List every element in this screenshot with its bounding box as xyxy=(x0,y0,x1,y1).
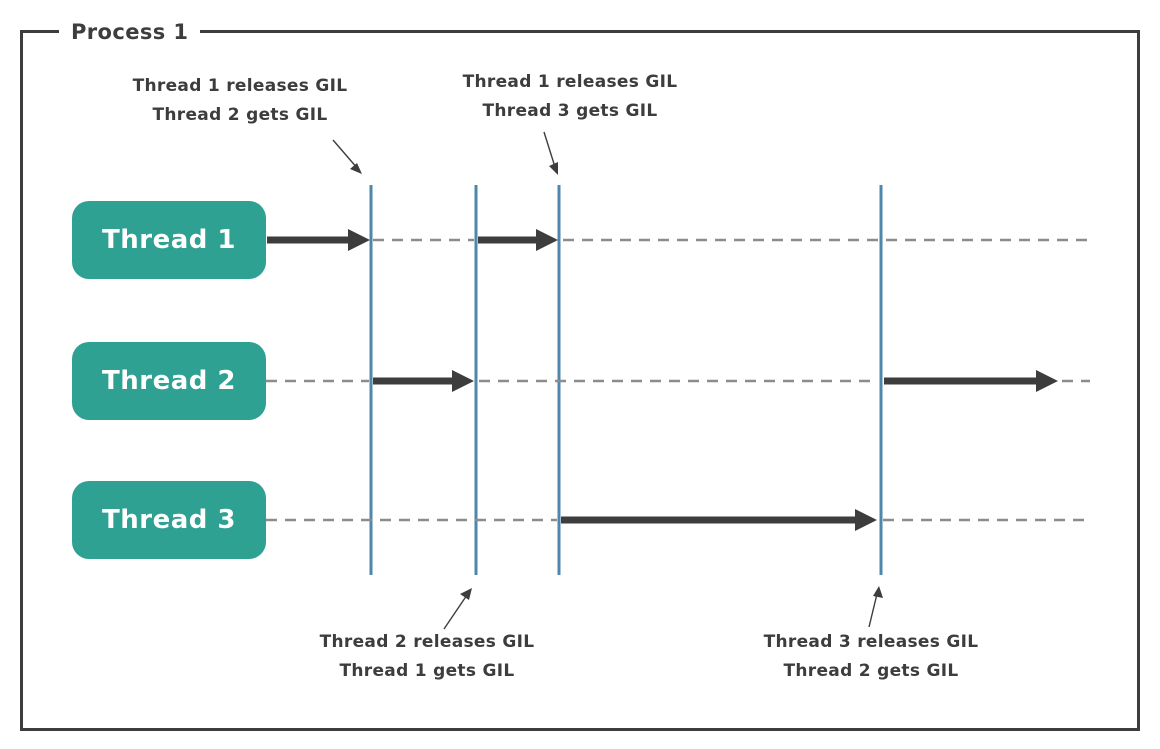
pointer-arrowhead-bottom-right xyxy=(873,586,883,598)
annotation-top-middle-line2: Thread 3 gets GIL xyxy=(482,101,658,121)
annotation-bottom-right: Thread 3 releases GIL Thread 2 gets GIL xyxy=(741,628,1001,686)
thread-2-timeline xyxy=(266,370,1090,392)
thread-1-label: Thread 1 xyxy=(102,225,236,255)
annotation-bottom-left-line2: Thread 1 gets GIL xyxy=(339,661,515,681)
pointer-arrow-top-middle xyxy=(543,131,556,168)
thread-3-box: Thread 3 xyxy=(72,481,266,559)
annotation-bottom-left-line1: Thread 2 releases GIL xyxy=(319,632,535,652)
annotation-top-left-line1: Thread 1 releases GIL xyxy=(132,76,348,96)
annotation-top-middle: Thread 1 releases GIL Thread 3 gets GIL xyxy=(440,68,700,126)
pointer-arrowhead-bottom-left xyxy=(460,588,472,600)
thread-2-label: Thread 2 xyxy=(102,366,236,396)
annotation-top-left: Thread 1 releases GIL Thread 2 gets GIL xyxy=(110,72,370,130)
thread-1-exec-arrowhead-1 xyxy=(348,229,370,251)
thread-1-box: Thread 1 xyxy=(72,201,266,279)
thread-1-exec-arrowhead-2 xyxy=(536,229,558,251)
annotation-pointers xyxy=(332,131,883,630)
thread-3-timeline xyxy=(266,509,1090,531)
thread-2-box: Thread 2 xyxy=(72,342,266,420)
annotation-top-left-line2: Thread 2 gets GIL xyxy=(152,105,328,125)
thread-3-label: Thread 3 xyxy=(102,505,236,535)
thread-2-exec-arrowhead-1 xyxy=(452,370,474,392)
thread-1-timeline xyxy=(267,229,1090,251)
pointer-arrowhead-top-middle xyxy=(549,162,558,175)
pointer-arrow-bottom-right xyxy=(868,593,878,628)
thread-2-exec-arrowhead-2 xyxy=(1036,370,1058,392)
thread-3-exec-arrowhead-1 xyxy=(855,509,877,531)
annotation-bottom-right-line2: Thread 2 gets GIL xyxy=(783,661,959,681)
annotation-bottom-left: Thread 2 releases GIL Thread 1 gets GIL xyxy=(297,628,557,686)
pointer-arrow-bottom-left xyxy=(443,594,468,630)
process-label: Process 1 xyxy=(59,17,201,47)
pointer-arrowhead-top-left xyxy=(350,163,362,174)
annotation-bottom-right-line1: Thread 3 releases GIL xyxy=(763,632,979,652)
pointer-arrow-top-left xyxy=(332,139,359,170)
process-boundary: Process 1 xyxy=(20,17,1140,731)
annotation-top-middle-line1: Thread 1 releases GIL xyxy=(462,72,678,92)
